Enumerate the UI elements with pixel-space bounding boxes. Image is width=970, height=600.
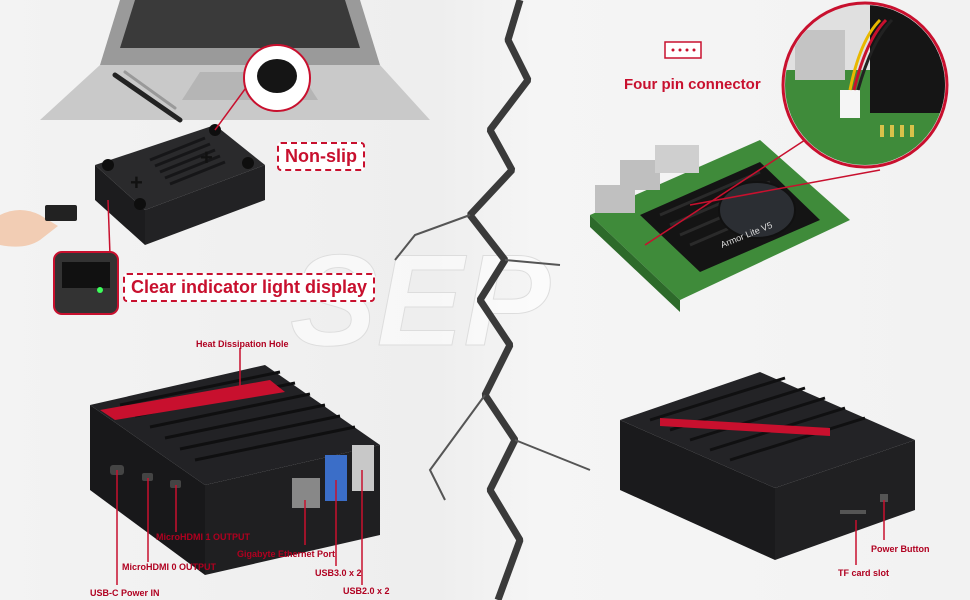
tf-slot-label: TF card slot <box>838 568 890 578</box>
heat-hole-label: Heat Dissipation Hole <box>196 339 289 349</box>
ethernet-label: Gigabyte Ethernet Port <box>237 549 336 559</box>
svg-text:+: + <box>200 145 213 170</box>
watermark: SEP <box>290 227 550 373</box>
microhdmi0-label: MicroHDMI 0 OUTPUT <box>122 562 217 572</box>
pointer-lines <box>116 348 885 585</box>
hand-sd-card <box>0 205 77 247</box>
usbc-label: USB-C Power IN <box>90 588 160 598</box>
power-button-label: Power Button <box>871 544 930 554</box>
usb3-label: USB3.0 x 2 <box>315 568 362 578</box>
svg-text:+: + <box>130 170 143 195</box>
raspberry-pi-board: Armor Lite V5 <box>590 140 850 312</box>
pens <box>112 70 183 123</box>
case-rear-view <box>620 372 915 560</box>
four-pin-icon <box>664 41 702 59</box>
case-bottom-view: + + <box>95 124 265 245</box>
nonslip-label: Non-slip <box>277 142 365 171</box>
indicator-label: Clear indicator light display <box>123 273 376 302</box>
connector-label: Four pin connector <box>624 76 761 93</box>
microhdmi1-label: MicroHDMI 1 OUTPUT <box>156 532 251 542</box>
usb2-label: USB2.0 x 2 <box>343 586 390 596</box>
crack <box>467 0 532 600</box>
